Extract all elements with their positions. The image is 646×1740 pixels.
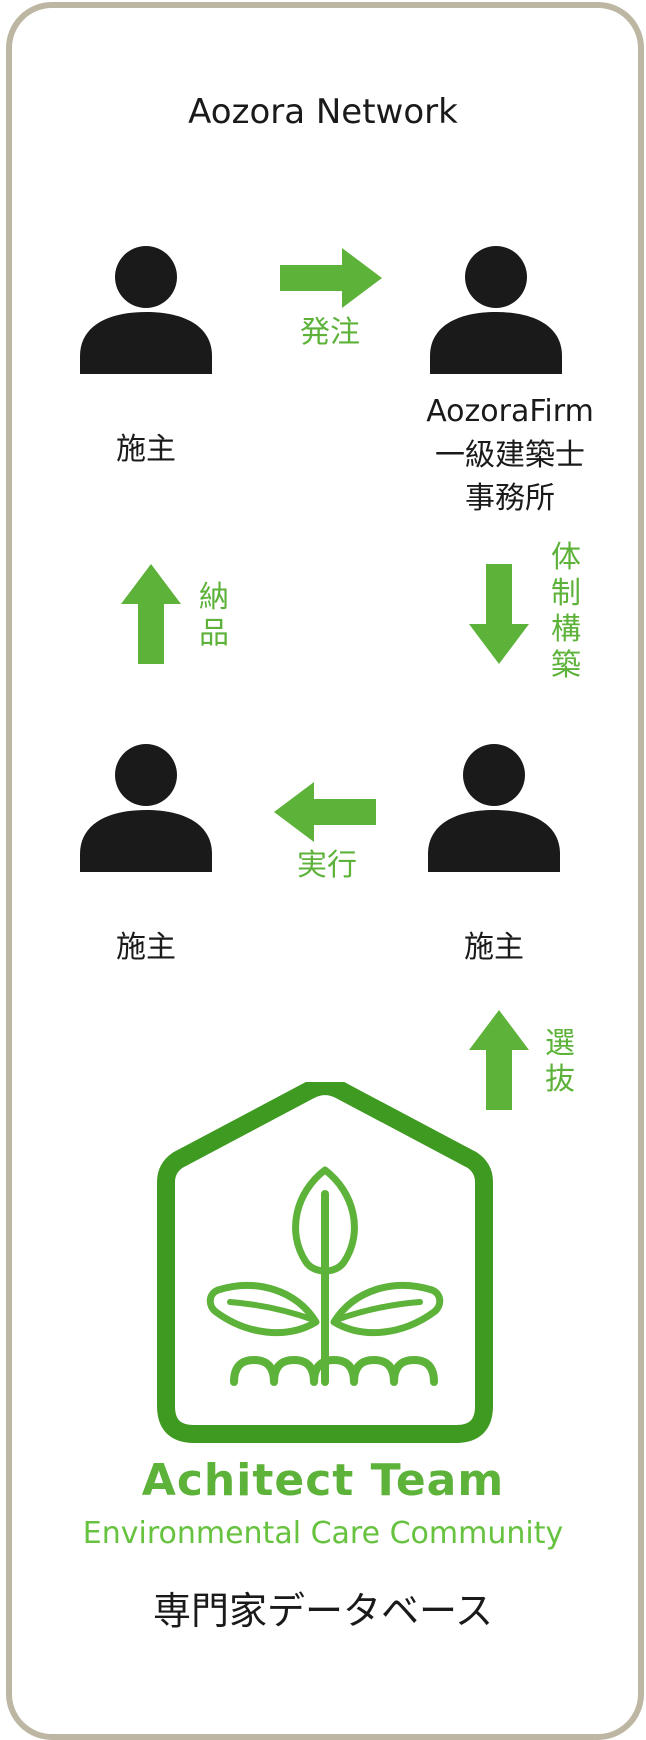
node-label-line: 一級建築士 — [435, 437, 585, 473]
node-label-line: 事務所 — [465, 481, 555, 516]
edge-label-select: 選 抜 — [540, 1026, 580, 1098]
footer-label: 専門家データベース — [152, 1589, 494, 1633]
edge-label-char: 品 — [199, 616, 229, 651]
person-icon — [80, 744, 212, 872]
edge-label-build-system: 体 制 構 築 — [546, 540, 586, 684]
edge-label-char: 選 — [545, 1026, 575, 1061]
node-label-line: AozoraFirm — [426, 394, 594, 429]
node-label-top-left: 施主 — [116, 432, 176, 467]
person-icon — [80, 246, 212, 374]
edge-label-char: 築 — [551, 648, 581, 683]
edge-label-char: 抜 — [545, 1062, 575, 1097]
person-icon — [430, 246, 562, 374]
node-label-top-right: AozoraFirm 一級建築士 事務所 — [400, 390, 620, 521]
arrow-up-icon — [121, 564, 181, 664]
house-plant-logo — [157, 1082, 493, 1443]
edge-label-execute: 実行 — [297, 848, 357, 883]
edge-label-char: 構 — [551, 612, 581, 647]
edge-label-char: 制 — [551, 576, 581, 611]
edge-label-char: 体 — [551, 540, 581, 575]
logo-tagline: Environmental Care Community — [82, 1516, 564, 1551]
edge-label-char: 納 — [199, 580, 229, 615]
node-label-bottom-left: 施主 — [116, 930, 176, 965]
logo-team-name: Achitect Team — [141, 1455, 505, 1506]
person-icon — [428, 744, 560, 872]
edge-label-order: 発注 — [300, 315, 360, 350]
diagram-title: Aozora Network — [188, 92, 458, 132]
arrow-right-icon — [280, 248, 382, 308]
arrow-down-icon — [469, 564, 529, 664]
arrow-left-icon — [274, 782, 376, 842]
arrow-up-icon — [469, 1010, 529, 1110]
node-label-bottom-right: 施主 — [464, 930, 524, 965]
edge-label-deliver: 納 品 — [194, 580, 234, 652]
